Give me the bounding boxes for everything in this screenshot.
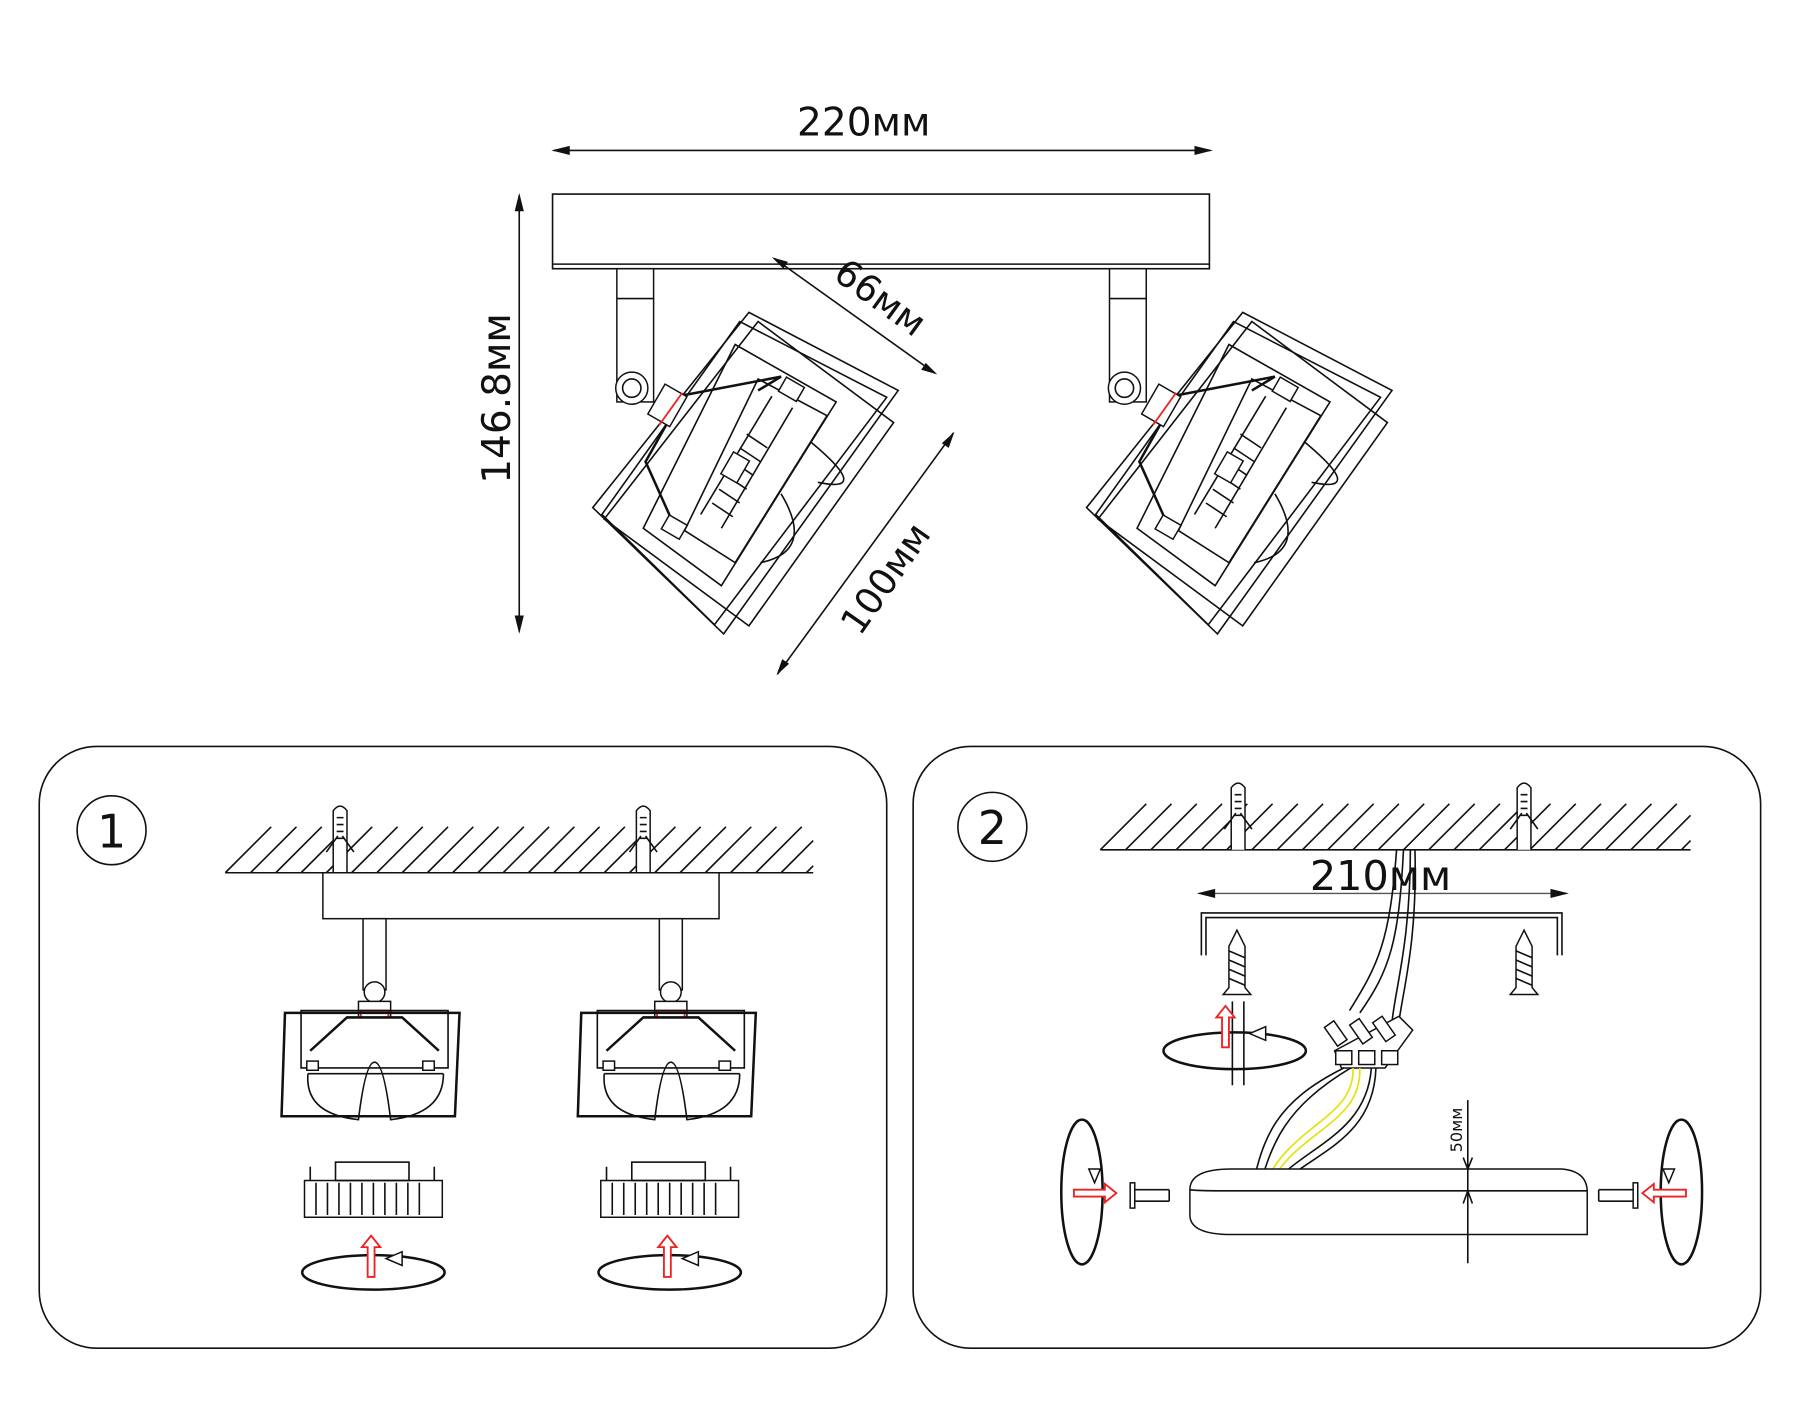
hatch-line — [578, 826, 626, 874]
hatch-line — [502, 826, 550, 874]
hatch-line — [1175, 803, 1223, 851]
hatch-line — [351, 826, 399, 874]
hatch-line — [527, 826, 575, 874]
step-1-panel: 1 — [38, 745, 888, 1349]
hatch-line — [553, 826, 601, 874]
step-2-panel: 2 210мм 50мм — [912, 745, 1762, 1349]
rotate-right-indicator — [1597, 1118, 1704, 1266]
hatch-line — [654, 826, 702, 874]
lamp-front-view — [576, 917, 758, 1291]
wall-plug — [325, 805, 355, 874]
width-label: 220мм — [797, 101, 930, 146]
ceiling-hatch — [1099, 803, 1692, 851]
lamp-front-view — [280, 917, 461, 1291]
hatch-line — [1099, 803, 1147, 851]
hatch-line — [1125, 803, 1173, 851]
dimension-height: 146.8мм — [475, 192, 524, 634]
dimension-width: 220мм — [551, 101, 1213, 156]
stem-right — [1107, 267, 1147, 405]
stem-left — [614, 267, 655, 405]
hatch-line — [1453, 803, 1501, 851]
hatch-line — [1630, 803, 1678, 851]
hatch-line — [780, 840, 814, 874]
hatch-line — [1554, 803, 1602, 851]
hatch-line — [477, 826, 525, 874]
hatch-line — [729, 826, 778, 874]
hatch-line — [426, 826, 474, 874]
gap-label: 50мм — [1447, 1108, 1466, 1153]
hatch-line — [1655, 814, 1692, 851]
hatch-line — [224, 826, 272, 874]
hatch-line — [1579, 803, 1627, 851]
hatch-line — [1352, 803, 1400, 851]
hatch-line — [679, 826, 727, 874]
hatch-line — [1680, 840, 1692, 851]
hatch-line — [704, 826, 752, 874]
ceiling-bar — [551, 193, 1211, 270]
hatch-line — [1327, 803, 1375, 851]
hatch-line — [1150, 803, 1198, 851]
hatch-line — [805, 865, 814, 874]
mounting-bracket — [1200, 912, 1563, 956]
hatch-line — [1529, 803, 1577, 851]
ceiling-bar — [322, 872, 720, 920]
hatch-line — [1377, 803, 1425, 851]
hatch-line — [452, 826, 500, 874]
hatch-line — [1301, 803, 1349, 851]
rotate-left-indicator — [1060, 1118, 1171, 1266]
hatch-line — [376, 826, 424, 874]
screw — [1509, 929, 1539, 996]
hatch-line — [1251, 803, 1299, 851]
wall-plug — [1223, 782, 1253, 851]
ceiling-hatch — [224, 826, 814, 874]
lamp-base — [1189, 1168, 1588, 1236]
hatch-line — [1428, 803, 1476, 851]
hatch-line — [1605, 803, 1653, 851]
mains-wires — [1348, 849, 1417, 1023]
hatch-line — [275, 826, 323, 874]
dimension-head-length: 100мм — [776, 431, 955, 676]
wall-plug — [628, 805, 658, 874]
height-label: 146.8мм — [475, 313, 520, 484]
hatch-line — [249, 826, 298, 874]
step-2-number: 2 — [978, 801, 1007, 855]
hatch-line — [1276, 803, 1324, 851]
mount-width-label: 210мм — [1310, 852, 1451, 900]
terminal-block — [1323, 1015, 1414, 1069]
screw — [1222, 929, 1252, 996]
hatch-line — [401, 826, 449, 874]
hatch-line — [1402, 803, 1450, 851]
step-1-number: 1 — [97, 804, 126, 858]
hatch-line — [755, 826, 803, 874]
